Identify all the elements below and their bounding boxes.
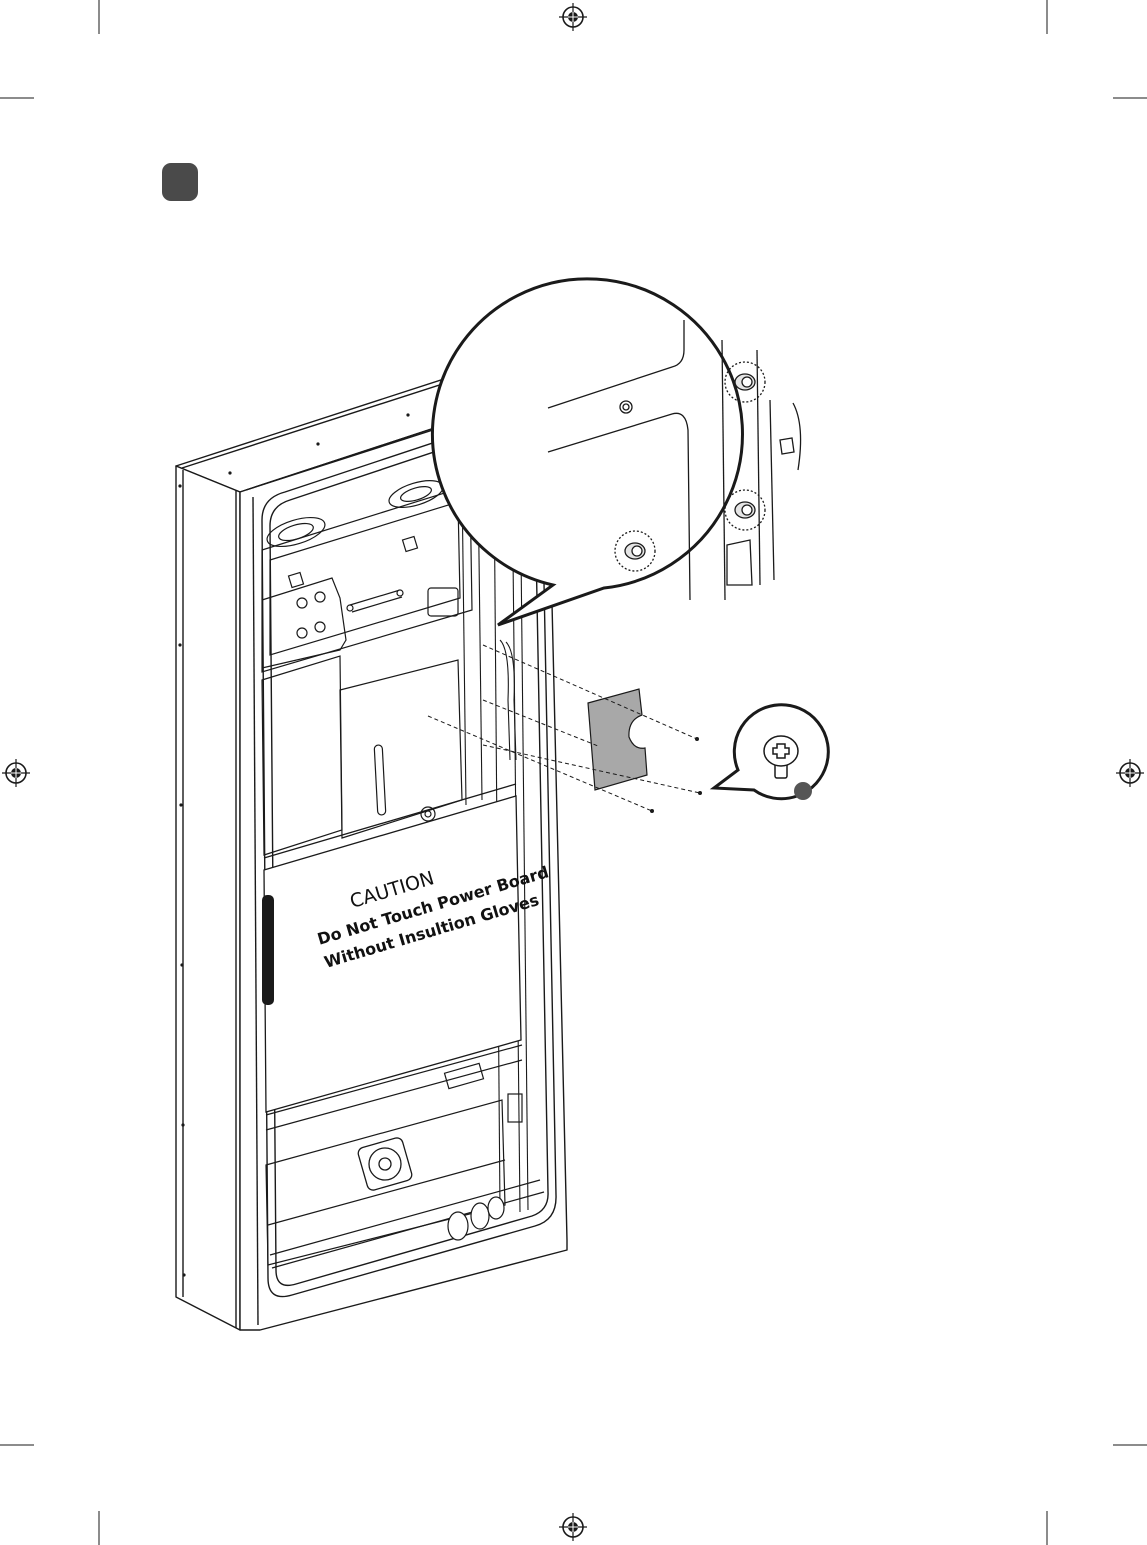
- phillips-screw-icon: [763, 735, 799, 779]
- assembly-lines: [427, 644, 701, 812]
- magnified-inset: [430, 277, 744, 627]
- caution-panel: [263, 783, 522, 1113]
- cover-plate: [587, 688, 648, 791]
- bottom-fan: [357, 1137, 413, 1191]
- step-badge-icon: [162, 163, 198, 201]
- top-fans: [266, 480, 444, 548]
- registration-mark-icon: [558, 2, 588, 32]
- cable-glands: [447, 1196, 505, 1241]
- side-module: [262, 895, 274, 1005]
- registration-mark-icon: [1115, 758, 1145, 788]
- registration-mark-icon: [558, 1512, 588, 1542]
- registration-mark-icon: [1, 758, 31, 788]
- screw-marker-icon: [794, 782, 812, 800]
- standoffs: [614, 361, 766, 572]
- upper-bracket: [261, 484, 473, 673]
- inset-detail: [547, 320, 802, 601]
